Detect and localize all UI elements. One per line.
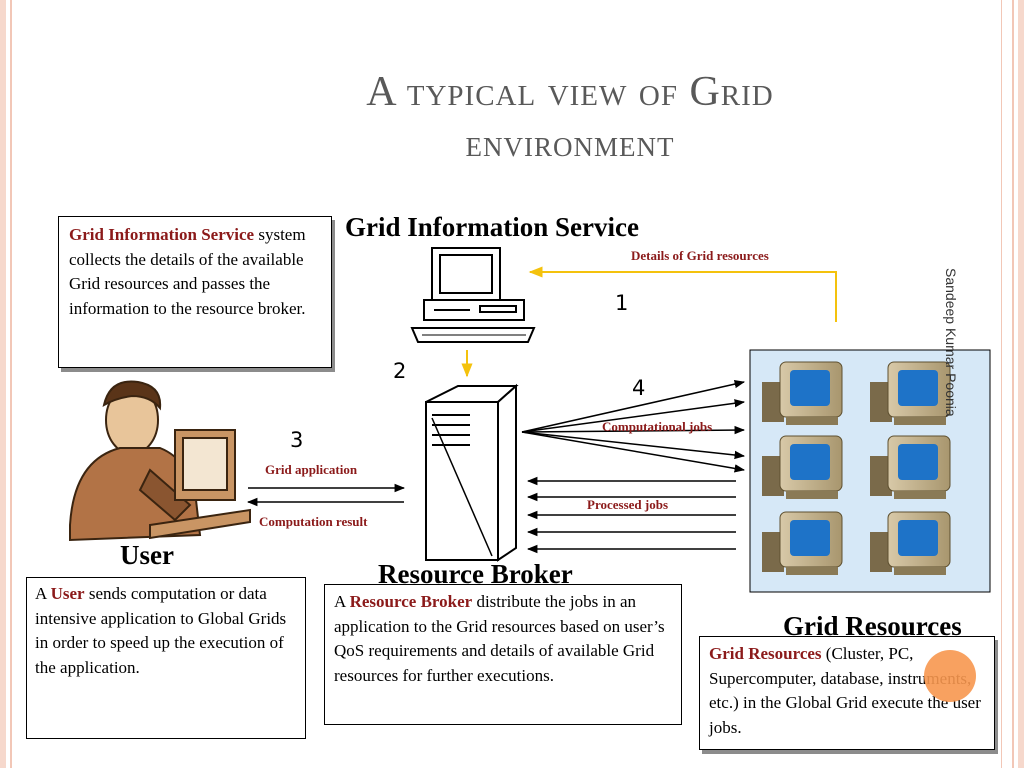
gis-description-box: Grid Information Service system collects… xyxy=(58,216,332,368)
gis-description-highlight: Grid Information Service xyxy=(69,225,255,244)
computation-result-label: Computation result xyxy=(259,514,368,529)
step-2: 2 xyxy=(393,359,407,383)
user-description-highlight: User xyxy=(50,584,85,603)
step-1: 1 xyxy=(615,291,629,315)
details-label: Details of Grid resources xyxy=(631,248,769,263)
user-heading: User xyxy=(120,540,174,570)
decorative-circle xyxy=(924,650,976,702)
step-4: 4 xyxy=(632,376,646,400)
broker-description-prefix: A xyxy=(334,592,350,611)
step-3: 3 xyxy=(290,428,304,452)
title-line-1: A typical view of Grid xyxy=(366,69,774,115)
right-border-line-thin xyxy=(1001,0,1002,768)
user-at-computer-icon xyxy=(69,380,251,542)
left-border-line xyxy=(10,0,12,768)
grid-application-label: Grid application xyxy=(265,462,358,477)
gis-heading: Grid Information Service xyxy=(345,212,639,242)
user-description-text: sends computation or data intensive appl… xyxy=(35,584,287,677)
broker-description-text: distribute the jobs in an application to… xyxy=(334,592,665,685)
left-border-stripe xyxy=(0,0,6,768)
cluster-monitor-icon xyxy=(762,361,951,575)
details-arrow xyxy=(528,266,837,322)
processed-jobs-label: Processed jobs xyxy=(587,497,669,512)
resources-description-highlight: Grid Resources xyxy=(709,644,822,663)
computational-jobs-arrows xyxy=(521,379,746,473)
processed-jobs-arrows xyxy=(526,476,736,554)
right-border-stripe xyxy=(1018,0,1024,768)
page-title: A typical view of Grid environment xyxy=(250,66,890,170)
user-description-prefix: A xyxy=(35,584,51,603)
computer-icon xyxy=(410,247,536,343)
gis-description-text: system collects the details of the avail… xyxy=(69,225,306,318)
author-credit: Sandeep Kumar Poonia xyxy=(943,268,959,417)
title-line-2: environment xyxy=(465,123,675,165)
broker-description-box: A Resource Broker distribute the jobs in… xyxy=(324,584,682,725)
right-border-line xyxy=(1012,0,1014,768)
computational-jobs-label: Computational jobs xyxy=(602,419,713,434)
user-description-box: A User sends computation or data intensi… xyxy=(26,577,306,739)
resources-description-text: (Cluster, PC, Supercomputer, database, i… xyxy=(709,644,981,737)
broker-description-highlight: Resource Broker xyxy=(349,592,473,611)
server-tower-icon xyxy=(425,383,519,562)
